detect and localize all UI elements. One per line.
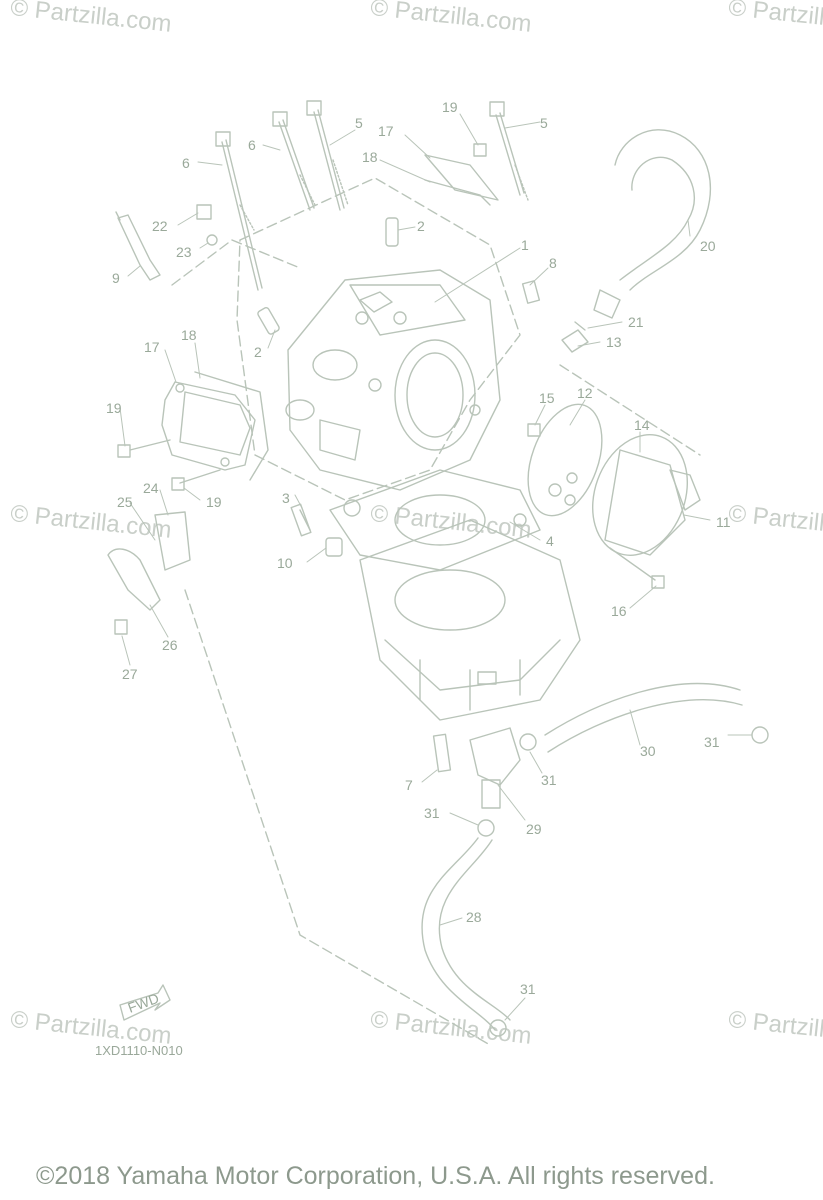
callout-label: 31 (541, 772, 557, 788)
callout-label: 6 (182, 155, 190, 171)
bolt (171, 477, 185, 491)
callout-label: 22 (152, 218, 168, 234)
head-bolts (215, 100, 529, 291)
callout-label: 17 (144, 339, 160, 355)
callout-label: 13 (606, 334, 622, 350)
callout-label: 5 (540, 115, 548, 131)
callout-label: 31 (520, 981, 536, 997)
callout-label: 23 (176, 244, 192, 260)
valve-cover (161, 371, 269, 481)
leader-lines (119, 113, 753, 1021)
callout-label: 20 (700, 238, 716, 254)
bracket (107, 548, 161, 611)
assembly-line (184, 589, 491, 1046)
callout-label: 19 (106, 400, 122, 416)
callout-label: 28 (466, 909, 482, 925)
bolt (651, 575, 665, 589)
fwd-arrow-icon (119, 984, 171, 1021)
hose-clamp (519, 733, 537, 751)
hose-clamp (751, 726, 769, 744)
cover-plate (527, 403, 603, 517)
callout-label: 11 (716, 514, 731, 530)
callout-label: 9 (112, 270, 120, 286)
callout-label: 21 (628, 314, 644, 330)
dowel-pin (325, 537, 343, 557)
callout-label: 14 (634, 417, 650, 433)
bolt (521, 280, 541, 304)
callout-label: 27 (122, 666, 138, 682)
callout-label: 19 (442, 99, 458, 115)
bolt (196, 204, 212, 220)
callout-label: 4 (546, 533, 554, 549)
bolt (473, 143, 487, 157)
callout-label: 15 (539, 390, 555, 406)
bracket (154, 511, 191, 571)
copyright-notice: ©2018 Yamaha Motor Corporation, U.S.A. A… (36, 1162, 715, 1190)
spark-plug (115, 211, 161, 281)
bolt (527, 423, 541, 437)
side-cover (591, 434, 701, 556)
breather-hose (593, 129, 712, 319)
callout-label: 8 (549, 255, 557, 271)
cylinder-head (285, 269, 501, 491)
callout-label: 18 (181, 327, 197, 343)
fwd-label: FWD (126, 990, 161, 1016)
callout-label: 19 (206, 494, 222, 510)
callout-label: 30 (640, 743, 656, 759)
callout-label: 17 (378, 123, 394, 139)
callout-label: 5 (355, 115, 363, 131)
reed-valve (469, 727, 521, 809)
cylinder (359, 519, 581, 721)
bolt (432, 733, 452, 773)
callout-label: 26 (162, 637, 178, 653)
callout-label: 2 (254, 344, 262, 360)
callout-label: 29 (526, 821, 542, 837)
head-gasket (329, 469, 541, 571)
callout-labels: 1 2 2 3 4 5 5 6 6 7 8 9 10 11 12 13 14 1… (106, 99, 731, 997)
callout-label: 3 (282, 490, 290, 506)
diagram-code: 1XD1110-N010 (95, 1043, 183, 1058)
assembly-line (559, 364, 701, 456)
hose-clamp (477, 819, 495, 837)
dowel-pin (385, 217, 399, 247)
callout-label: 31 (424, 805, 440, 821)
cam-cap (424, 154, 499, 206)
dowel-pin (257, 307, 280, 335)
washer (206, 234, 218, 246)
bolt (114, 619, 128, 635)
callout-label: 31 (704, 734, 720, 750)
callout-label: 6 (248, 137, 256, 153)
callout-label: 12 (577, 385, 593, 401)
callout-label: 2 (417, 218, 425, 234)
callout-label: 25 (117, 494, 133, 510)
callout-label: 10 (277, 555, 293, 571)
assembly-boundary (236, 177, 521, 501)
hose-clamp (489, 1019, 507, 1037)
bolt (117, 444, 131, 458)
callout-label: 24 (143, 480, 159, 496)
air-hose (421, 837, 511, 1031)
callout-label: 16 (611, 603, 627, 619)
air-hose (544, 682, 743, 753)
callout-label: 7 (405, 777, 413, 793)
callout-label: 18 (362, 149, 378, 165)
assembly-line (171, 239, 301, 286)
callout-label: 1 (521, 237, 529, 253)
fitting (561, 329, 589, 353)
